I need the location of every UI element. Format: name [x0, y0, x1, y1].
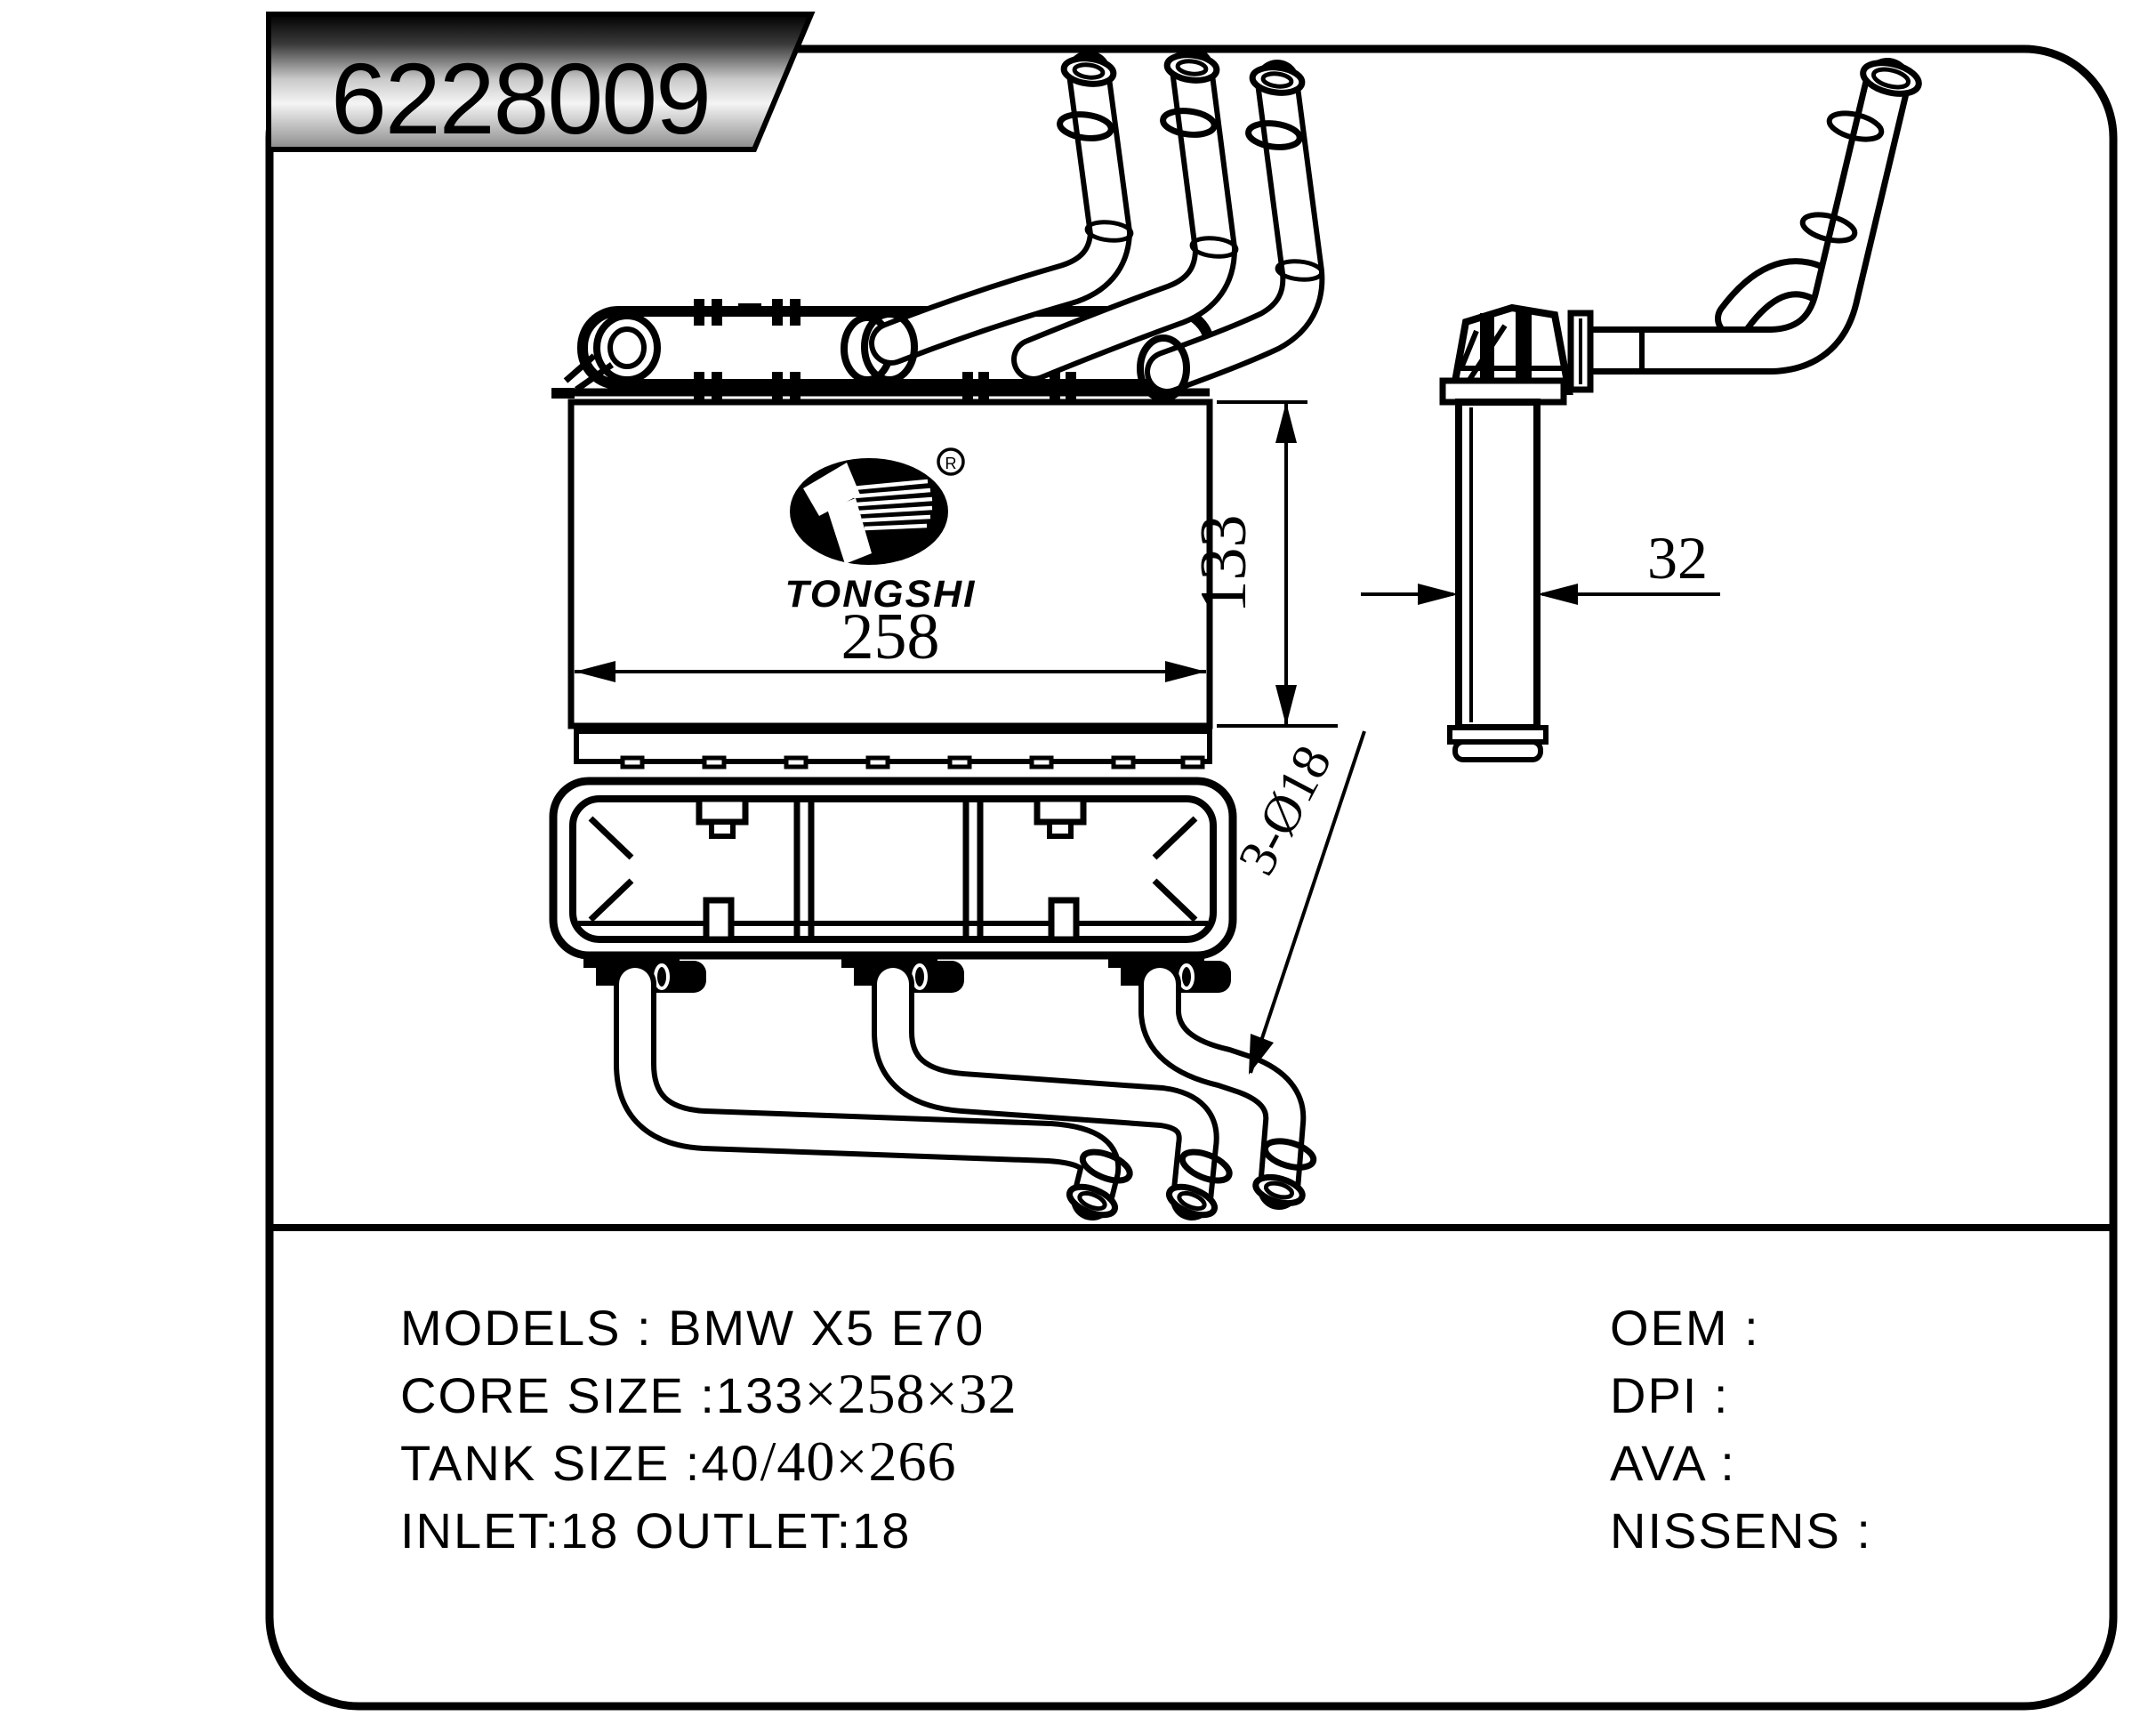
logo-arrow-icon: [803, 463, 860, 516]
pipe-tip: [1165, 1148, 1233, 1219]
spec-row-tank-size: TANK SIZE :40/40×266: [400, 1430, 957, 1493]
spec-value-serif: /40×266: [760, 1430, 957, 1493]
core-front-outline: [567, 399, 1213, 729]
spec-label: CORE SIZE :: [400, 1367, 716, 1423]
spec-row-inlet-outlet: INLET:18 OUTLET:18: [400, 1502, 911, 1559]
registered-mark-icon: [937, 447, 965, 476]
spec-label: DPI :: [1610, 1367, 1729, 1423]
dim-label-133: 133: [1187, 515, 1260, 614]
logo-speedlines-icon: [851, 479, 933, 531]
bottom-tank: [549, 777, 1237, 960]
spec-row-oem: OEM :: [1610, 1300, 1760, 1356]
outlet-flanges: [583, 952, 1231, 993]
side-bottom-cap: [1447, 725, 1549, 762]
pipe-tip: [1860, 60, 1922, 97]
bottom-outlet-pipes: [614, 963, 1317, 1220]
spec-row-core-size: CORE SIZE :133×258×32: [400, 1362, 1018, 1425]
spec-row-nissens: NISSENS :: [1610, 1502, 1872, 1559]
dimension-core-height: 133: [1187, 400, 1338, 728]
dim-label-32: 32: [1647, 524, 1708, 592]
pipe-fitting: [1137, 334, 1190, 402]
spec-label: INLET:18 OUTLET:18: [400, 1502, 911, 1559]
pipe-tip: [1160, 52, 1220, 138]
spec-row-models: MODELS : BMW X5 E70: [400, 1300, 985, 1356]
spec-value-serif: ×258×32: [804, 1362, 1017, 1425]
spec-value: 40: [701, 1435, 760, 1491]
spec-value: BMW X5 E70: [668, 1300, 985, 1356]
spec-label: OEM :: [1610, 1300, 1760, 1356]
brand-wordmark: TONGSHI: [785, 573, 977, 616]
spec-label: MODELS :: [400, 1300, 668, 1356]
top-inlet-pipes: [861, 47, 1325, 402]
spec-value: 133: [716, 1367, 804, 1423]
spec-label: AVA :: [1610, 1435, 1736, 1491]
pipe-fitting: [861, 310, 918, 383]
fin-strip: [574, 729, 1212, 769]
front-view: [549, 47, 1325, 1220]
pipe-tip: [1057, 55, 1117, 141]
side-view: [1439, 58, 1922, 762]
spec-text-block: MODELS : BMW X5 E70 CORE SIZE :133×258×3…: [400, 1300, 1872, 1559]
side-hose-cap: [1439, 303, 1594, 406]
dim-label-258: 258: [841, 600, 940, 673]
pipe-tip: [1245, 64, 1306, 150]
dimension-core-depth: 32: [1361, 524, 1720, 605]
spec-row-ava: AVA :: [1610, 1435, 1736, 1491]
part-number-badge: 6228009: [266, 12, 816, 155]
dimension-core-width: 258: [575, 600, 1206, 682]
spec-label: TANK SIZE :: [400, 1435, 701, 1491]
registered-mark-letter: R: [945, 455, 957, 472]
pipe-tip: [1066, 1148, 1133, 1219]
pipe-tip: [1252, 1138, 1317, 1207]
part-number-text: 6228009: [331, 43, 710, 155]
spec-row-dpi: DPI :: [1610, 1367, 1729, 1423]
tongshi-logo: R TONGSHI: [785, 447, 977, 616]
spec-label: NISSENS :: [1610, 1502, 1872, 1559]
